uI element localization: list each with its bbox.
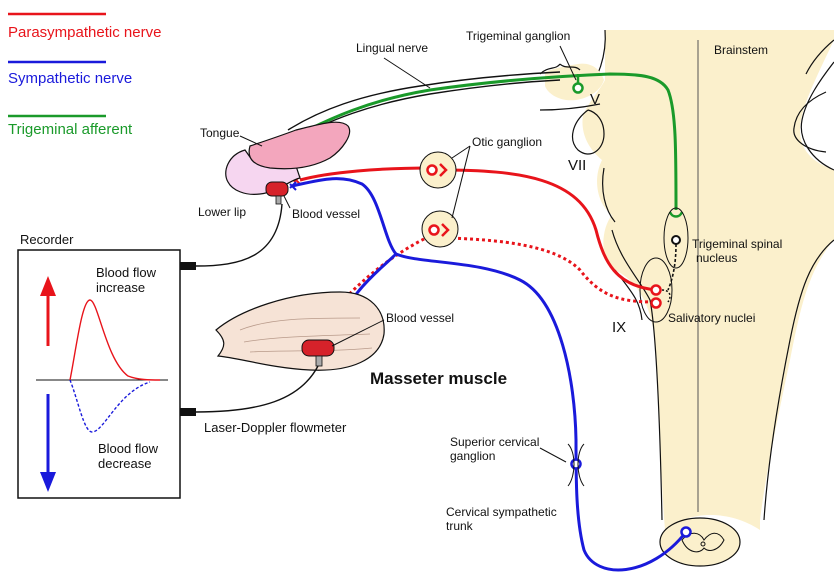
recorder-label: Recorder [20,232,74,247]
trigeminal-spinal-label-2: nucleus [696,251,737,265]
cervical-trunk-label-2: trunk [446,519,474,533]
legend-trigeminal-label: Trigeminal afferent [8,121,133,138]
superior-cervical-label-2: ganglion [450,449,495,463]
salivatory-nuclei-label: Salivatory nuclei [668,311,755,325]
cervical-trunk-label-1: Cervical sympathetic [446,505,557,519]
cranial-nerve-VII: VII [568,157,586,174]
tongue-label: Tongue [200,126,240,140]
trigeminal-ganglion-label: Trigeminal ganglion [466,29,570,43]
cranial-nerve-V: V [590,91,600,108]
parasympathetic-postganglionic-lip [300,168,430,180]
legend-parasympathetic-label: Parasympathetic nerve [8,24,161,41]
brainstem: Brainstem [573,30,834,530]
bf-decrease-line2: decrease [98,456,151,471]
bf-increase-line2: increase [96,280,145,295]
cable-masseter-probe [196,366,318,412]
otic-ganglion-label: Otic ganglion [472,135,542,149]
lower-lip-label: Lower lip [198,205,246,219]
spinal-cord-section [660,518,740,566]
lip-blood-vessel [266,182,288,196]
laser-doppler-label: Laser-Doppler flowmeter [204,420,347,435]
legend: Parasympathetic nerve Sympathetic nerve … [8,14,161,138]
tongue [249,122,349,169]
brainstem-body [582,30,834,530]
masseter-blood-vessel [302,340,334,356]
trigeminal-spinal-label-1: Trigeminal spinal [692,237,782,251]
spinal-sympathetic-neuron [682,528,691,537]
otic-ganglion-upper [420,152,456,188]
tongue-and-lip [226,122,350,204]
trigeminal-spinal-neuron [672,236,680,244]
trigeminal-ganglion-cell [574,84,583,93]
lingual-nerve-label: Lingual nerve [356,41,428,55]
bf-decrease-line1: Blood flow [98,441,159,456]
masseter-muscle [216,292,384,370]
brainstem-label: Brainstem [714,43,768,57]
masseter-muscle-label: Masseter muscle [370,369,507,388]
legend-sympathetic-label: Sympathetic nerve [8,70,132,87]
superior-cervical-ganglion-cell [572,460,581,469]
lip-blood-vessel-label: Blood vessel [292,207,360,221]
cranial-nerve-IX: IX [612,319,626,336]
masseter-blood-vessel-label: Blood vessel [386,311,454,325]
bf-increase-line1: Blood flow [96,265,157,280]
superior-cervical-label-1: Superior cervical [450,435,539,449]
